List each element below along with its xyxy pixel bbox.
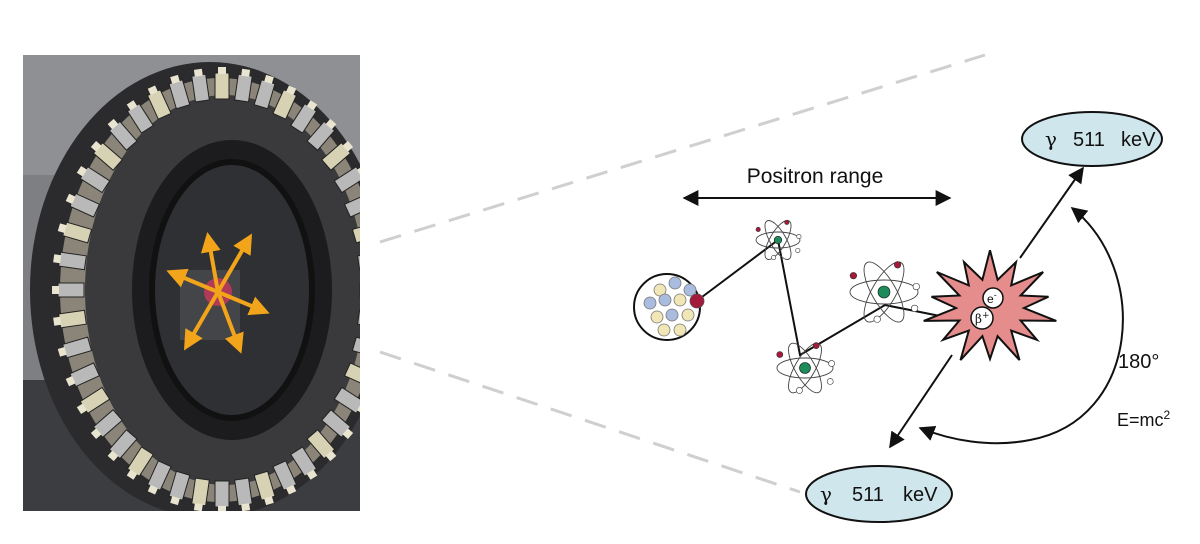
detector-module bbox=[290, 100, 318, 134]
detector-module bbox=[272, 85, 298, 120]
gamma-photon-bottom: γ 511 keV bbox=[805, 465, 953, 523]
detector-module bbox=[65, 362, 101, 388]
detector-module bbox=[76, 166, 111, 194]
detector-module bbox=[321, 140, 354, 171]
angle-arc bbox=[918, 207, 1124, 445]
detector-module bbox=[76, 386, 111, 414]
detector-module bbox=[65, 192, 101, 218]
detector-module bbox=[321, 409, 354, 440]
detector-module bbox=[343, 192, 360, 218]
detector-modules bbox=[52, 67, 360, 511]
detector-module bbox=[333, 166, 360, 194]
detector-module bbox=[253, 470, 276, 506]
detector-module bbox=[357, 251, 360, 271]
detector-module bbox=[90, 409, 123, 440]
gamma-bottom-unit: keV bbox=[903, 484, 938, 506]
atom bbox=[776, 342, 835, 394]
detector-module bbox=[306, 118, 337, 151]
detector-module bbox=[53, 309, 87, 329]
detector-module bbox=[168, 470, 191, 506]
zoom-lines bbox=[379, 53, 986, 494]
detector-module bbox=[253, 74, 276, 110]
detector-module bbox=[351, 336, 360, 359]
nucleus bbox=[633, 273, 705, 341]
detector-module bbox=[146, 460, 172, 495]
atom bbox=[755, 219, 802, 261]
detector-module bbox=[107, 118, 138, 151]
energy-equation: E=mc2 bbox=[1117, 408, 1171, 430]
detector-module bbox=[333, 386, 360, 414]
detector-module bbox=[191, 477, 210, 511]
detector-module bbox=[107, 429, 138, 462]
gamma-ray-up bbox=[1019, 166, 1084, 259]
pet-detector-ring-photo bbox=[23, 55, 360, 511]
detector-module bbox=[90, 140, 123, 171]
detector-module bbox=[290, 446, 318, 480]
gamma-top-symbol: γ bbox=[1045, 127, 1057, 151]
detector-module bbox=[272, 460, 298, 495]
positron-range-label: Positron range bbox=[747, 165, 884, 188]
detector-module bbox=[126, 446, 154, 480]
detector-module bbox=[191, 68, 210, 103]
detector-module bbox=[146, 85, 172, 120]
detector-module bbox=[168, 74, 191, 110]
gamma-photon-top: γ 511 keV bbox=[1021, 111, 1163, 167]
gamma-bottom-energy: 511 bbox=[852, 484, 884, 506]
detector-module bbox=[234, 68, 253, 103]
detector-module bbox=[359, 282, 360, 298]
gamma-top-unit: keV bbox=[1121, 129, 1156, 151]
detector-module bbox=[343, 362, 360, 388]
detector-module bbox=[126, 100, 154, 134]
gamma-top-energy: 511 bbox=[1073, 129, 1105, 151]
positron-path bbox=[697, 238, 951, 357]
positron-range: Positron range bbox=[682, 165, 952, 206]
emission-arrows bbox=[166, 232, 270, 354]
detector-module bbox=[357, 309, 360, 329]
detector-module bbox=[214, 67, 230, 100]
detector-module bbox=[57, 336, 93, 359]
atom bbox=[849, 261, 920, 323]
detector-module bbox=[53, 251, 87, 271]
detector-module bbox=[234, 477, 253, 511]
detector-module bbox=[57, 221, 93, 244]
detector-module bbox=[351, 221, 360, 244]
gamma-ray-down bbox=[889, 354, 953, 449]
angle-label: 180° bbox=[1118, 351, 1159, 373]
detector-module bbox=[306, 429, 337, 462]
detector-module bbox=[52, 282, 85, 298]
annihilation-burst: e- β+ bbox=[923, 249, 1057, 363]
detector-module bbox=[214, 480, 230, 511]
gamma-bottom-symbol: γ bbox=[820, 482, 832, 506]
